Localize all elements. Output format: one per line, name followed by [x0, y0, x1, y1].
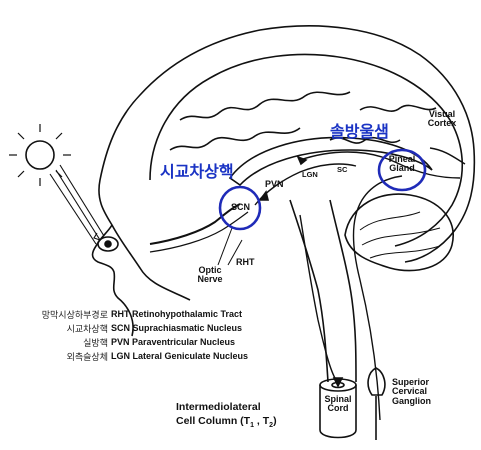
cerebellum [345, 194, 453, 271]
pvn-label: PVN [265, 180, 284, 189]
light-rays [50, 165, 104, 244]
superior-cervical-ganglion-label: Superior Cervical Ganglion [392, 378, 462, 406]
visual-cortex-label: Visual Cortex [420, 110, 464, 129]
intermediolateral-label-line2: Cell Column (T1 , T2) [176, 416, 277, 429]
scn-label: SCN [231, 203, 250, 212]
legend-row: 실방핵 PVN Paraventricular Nucleus [6, 336, 476, 350]
sc-label: SC [337, 166, 347, 174]
sun-icon [26, 141, 54, 169]
pineal-korean-label: 솔방울샘 [330, 118, 389, 142]
lgn-label: LGN [302, 171, 318, 179]
rht-label: RHT [236, 258, 255, 267]
intermediolateral-label-line1: Intermediolateral [176, 402, 261, 413]
optic-nerve-label: Optic Nerve [190, 266, 230, 285]
spinal-cord-label: Spinal Cord [320, 395, 356, 414]
legend-row: 시교차상핵 SCN Suprachiasmatic Nucleus [6, 322, 476, 336]
brain-contour [150, 54, 462, 246]
scn-korean-label: 시교차상핵 [160, 158, 234, 182]
legend-row: 망막시상하부경로 RHT Retinohypothalamic Tract [6, 308, 476, 322]
pineal-gland-label: Pineal Gland [383, 155, 421, 174]
legend-row: 외측슬상체 LGN Lateral Geniculate Nucleus [6, 350, 476, 364]
